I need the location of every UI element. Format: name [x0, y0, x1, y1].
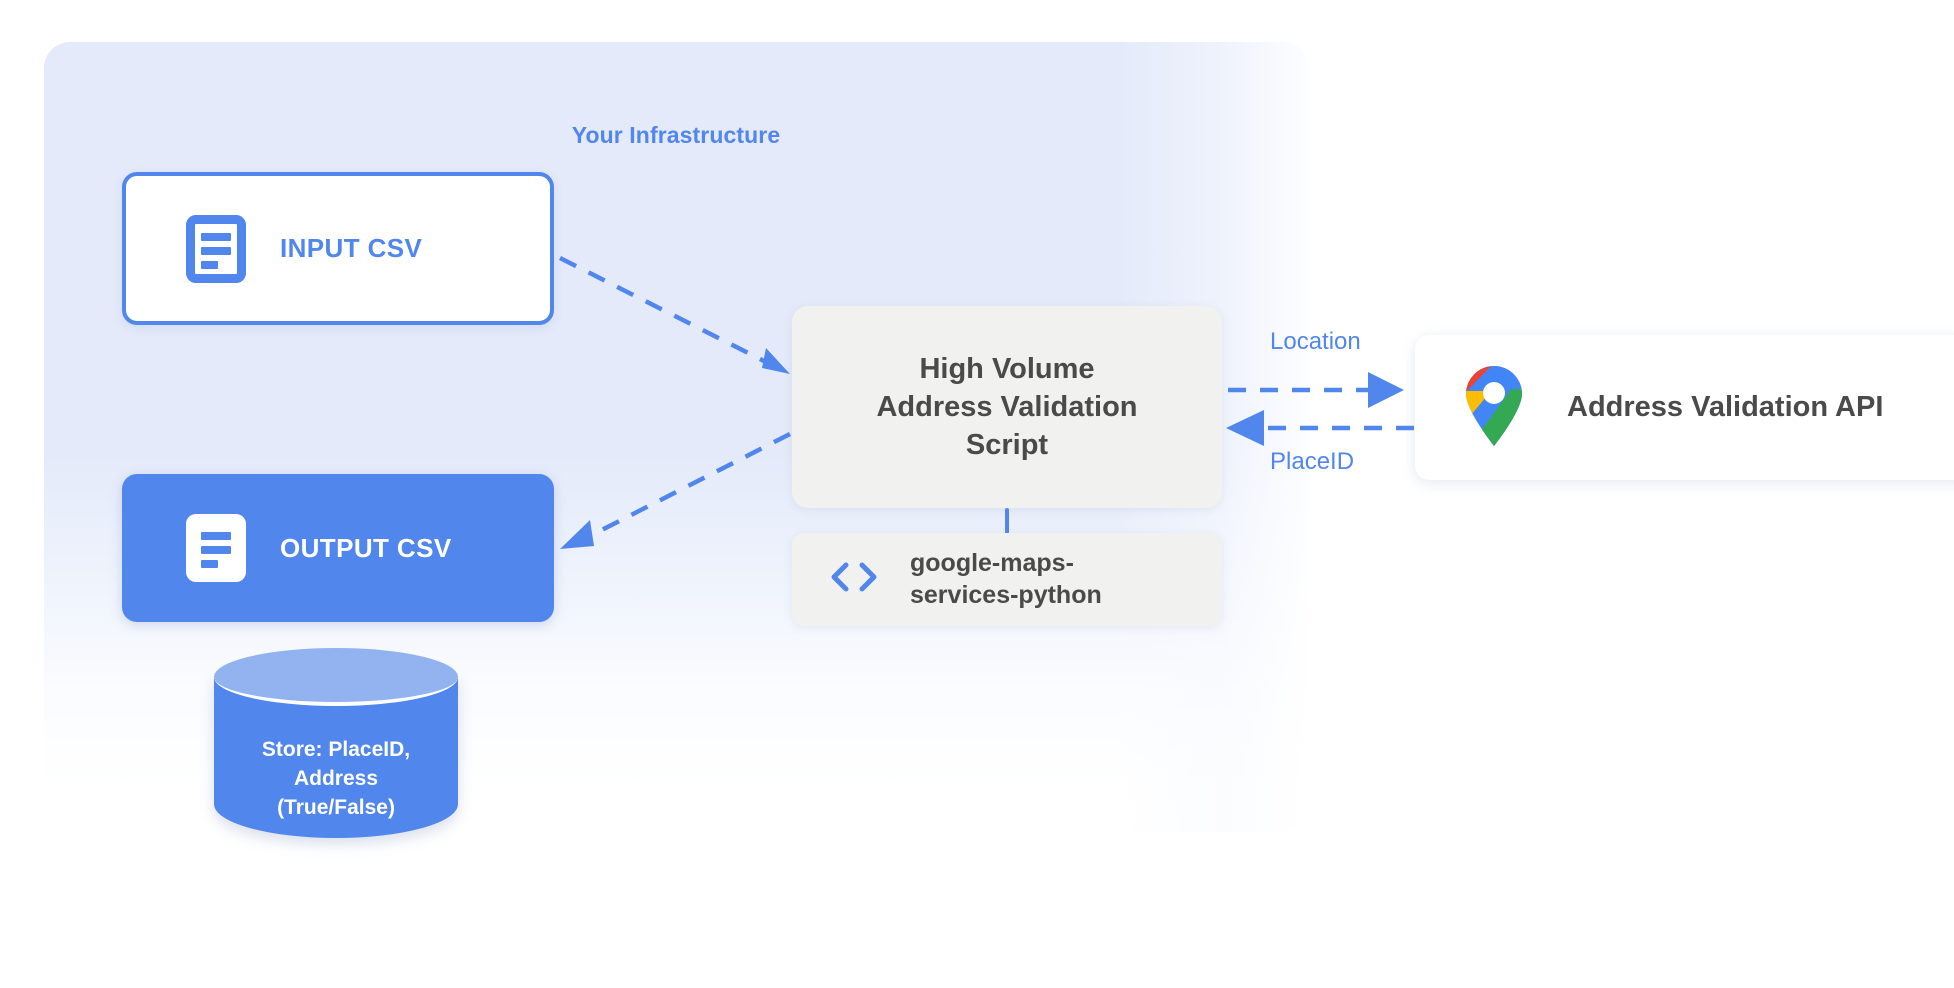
script-library-connector [1005, 508, 1009, 534]
output-csv-node[interactable]: OUTPUT CSV [122, 474, 554, 622]
api-label: Address Validation API [1567, 391, 1884, 423]
input-csv-node[interactable]: INPUT CSV [122, 172, 554, 325]
page-title: Your Infrastructure [571, 122, 781, 148]
document-icon [186, 214, 246, 283]
database-node[interactable]: Store: PlaceID, Address (True/False) [214, 648, 458, 868]
address-validation-api-node[interactable]: Address Validation API [1415, 335, 1954, 480]
library-label: google-maps- services-python [910, 549, 1102, 609]
database-label: Store: PlaceID, Address (True/False) [261, 738, 411, 819]
document-icon [186, 514, 246, 582]
output-csv-label: OUTPUT CSV [280, 532, 452, 563]
edge-label-location: Location [1270, 328, 1361, 355]
cylinder-top-icon [214, 648, 458, 706]
edge-label-placeid: PlaceID [1270, 448, 1355, 475]
google-maps-pin-icon [1461, 363, 1527, 452]
input-csv-label: INPUT CSV [280, 233, 423, 263]
script-label: High Volume Address Validation Script [876, 352, 1138, 462]
script-node[interactable]: High Volume Address Validation Script [792, 306, 1222, 508]
code-brackets-icon [828, 557, 880, 602]
library-node[interactable]: google-maps- services-python [792, 533, 1222, 626]
